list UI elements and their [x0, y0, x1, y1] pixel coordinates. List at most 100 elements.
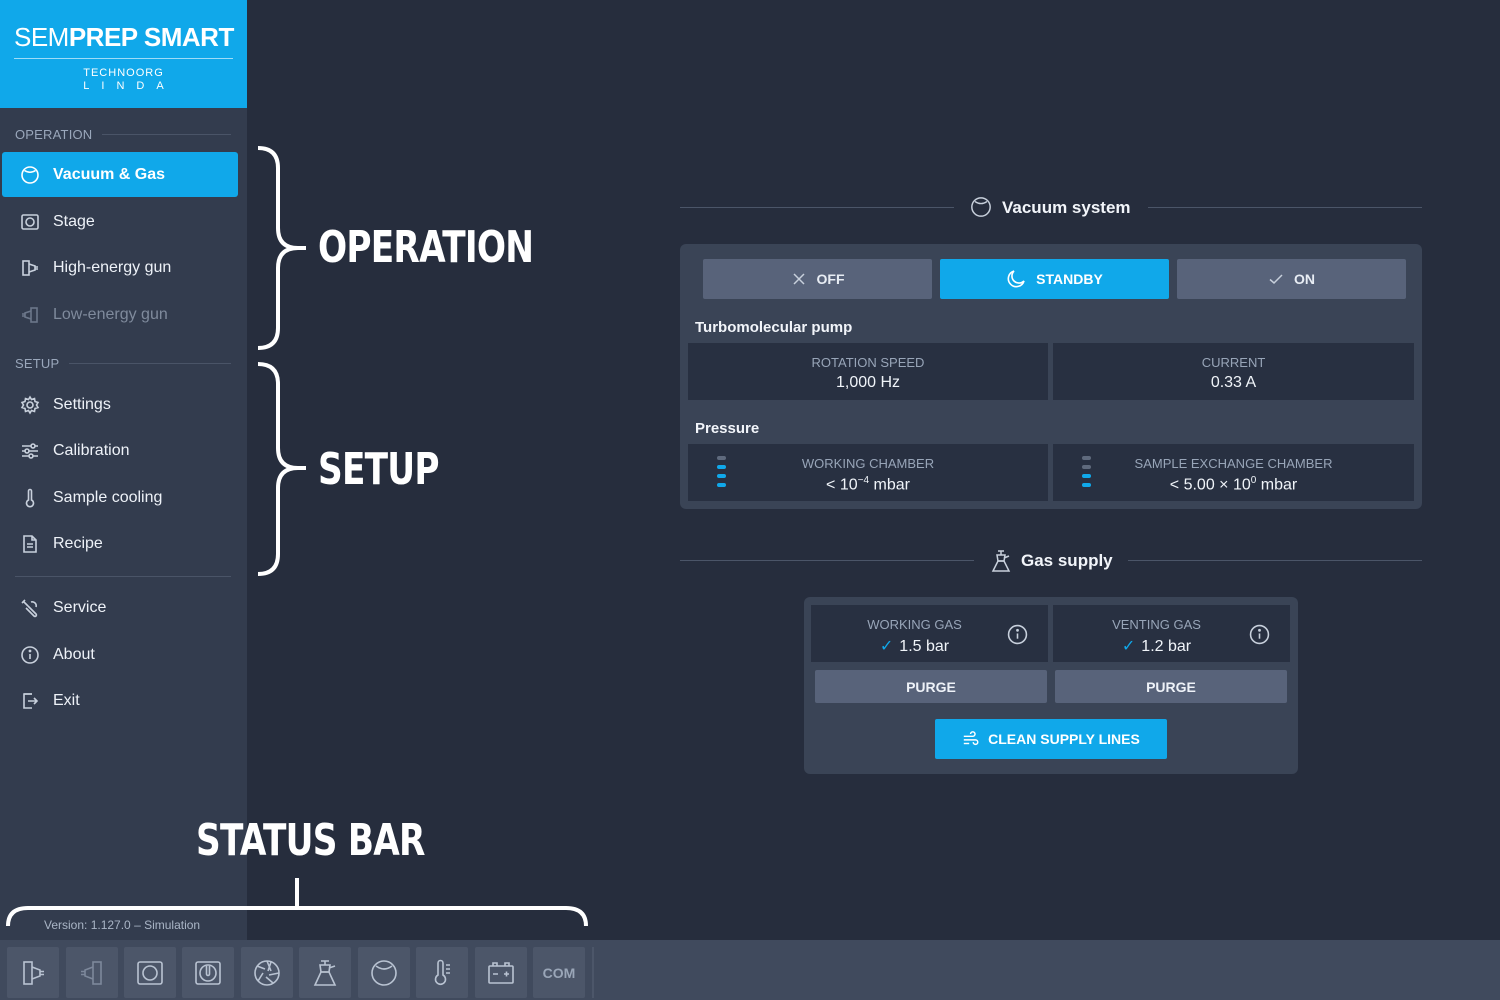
status-vacuum-gauge[interactable]: [182, 947, 234, 998]
venting-gas-cell: VENTING GAS ✓1.2 bar: [1053, 605, 1290, 662]
working-gas-cell: WORKING GAS ✓1.5 bar: [811, 605, 1048, 662]
sidebar-item-about[interactable]: About: [2, 632, 238, 677]
document-icon: [19, 533, 41, 555]
gas-title-line-left: [680, 560, 974, 561]
gas-title-line-right: [1128, 560, 1422, 561]
vacuum-icon: [19, 164, 41, 186]
turbomolecular-pump-label: Turbomolecular pump: [695, 319, 853, 336]
sidebar-item-label: Calibration: [53, 441, 130, 459]
status-battery[interactable]: [475, 947, 527, 998]
purge-working-gas-button[interactable]: PURGE: [815, 670, 1047, 703]
gas-supply-panel: WORKING GAS ✓1.5 bar VENTING GAS ✓1.2 ba…: [804, 597, 1298, 774]
status-stage[interactable]: [124, 947, 176, 998]
sidebar-item-sample-cooling[interactable]: Sample cooling: [2, 475, 238, 520]
high-energy-gun-icon: [23, 960, 44, 985]
logo-title: SEMPREP SMART: [14, 22, 234, 52]
rotation-speed-cell: ROTATION SPEED 1,000 Hz: [688, 343, 1048, 400]
purge-venting-gas-button[interactable]: PURGE: [1055, 670, 1287, 703]
status-aperture[interactable]: [241, 947, 293, 998]
vacuum-panel: OFF STANDBY ON Turbomolecular pump ROTAT…: [680, 244, 1422, 509]
rotation-speed-label: ROTATION SPEED: [811, 355, 925, 370]
sidebar-item-service[interactable]: Service: [2, 585, 238, 630]
app-logo: SEMPREP SMART TECHNOORG LINDA: [0, 0, 247, 108]
status-high-energy-gun[interactable]: [7, 947, 59, 998]
sidebar-item-low-energy-gun[interactable]: Low-energy gun: [2, 292, 238, 337]
sidebar-item-recipe[interactable]: Recipe: [2, 521, 238, 566]
working-gas-info-icon[interactable]: [1007, 624, 1028, 645]
battery-icon: [488, 961, 514, 984]
sidebar-item-label: Settings: [53, 395, 111, 413]
vacuum-mode-on-button[interactable]: ON: [1177, 259, 1406, 299]
status-low-energy-gun[interactable]: [66, 947, 118, 998]
setup-bracket: [257, 362, 306, 576]
sliders-icon: [19, 440, 41, 462]
setup-section-header: SETUP: [15, 356, 231, 371]
vacuum-mode-standby-button[interactable]: STANDBY: [940, 259, 1169, 299]
vacuum-system-title: Vacuum system: [970, 196, 1131, 220]
low-energy-gun-icon: [81, 960, 102, 985]
sidebar-item-label: Service: [53, 598, 107, 616]
pressure-label: Pressure: [695, 420, 760, 437]
thermometer-icon: [19, 487, 41, 509]
sidebar-item-vacuum-gas[interactable]: Vacuum & Gas: [2, 152, 238, 197]
venting-gas-value: ✓1.2 bar: [1121, 638, 1192, 655]
venting-gas-info-icon[interactable]: [1249, 624, 1270, 645]
gas-icon: [313, 959, 337, 986]
low-energy-gun-icon: [19, 304, 41, 326]
sidebar-item-label: Recipe: [53, 534, 103, 552]
sidebar-item-settings[interactable]: Settings: [2, 382, 238, 427]
working-gas-label: WORKING GAS: [867, 617, 962, 632]
logo-company-line2: LINDA: [83, 80, 176, 92]
sidebar-item-high-energy-gun[interactable]: High-energy gun: [2, 245, 238, 290]
working-chamber-cell: WORKING CHAMBER < 10−4 mbar: [688, 444, 1048, 501]
vacuum-mode-off-button[interactable]: OFF: [703, 259, 932, 299]
check-icon: [1269, 274, 1283, 285]
sidebar-item-label: Low-energy gun: [53, 305, 168, 323]
version-label: Version: 1.127.0 – Simulation: [44, 918, 201, 932]
working-chamber-gauge: [717, 456, 727, 492]
current-value: 0.33 A: [1210, 374, 1257, 391]
close-icon: [792, 273, 805, 285]
vacuum-icon: [371, 959, 397, 986]
sample-exchange-chamber-cell: SAMPLE EXCHANGE CHAMBER < 5.00 × 100 mba…: [1053, 444, 1414, 501]
working-chamber-value: < 10−4 mbar: [826, 475, 910, 494]
gas-supply-title: Gas supply: [989, 549, 1113, 573]
sidebar-item-label: High-energy gun: [53, 258, 172, 276]
status-com[interactable]: COM: [533, 947, 585, 998]
sidebar-item-label: Stage: [53, 212, 95, 230]
sidebar: SEMPREP SMART TECHNOORG LINDA OPERATION …: [0, 0, 247, 940]
high-energy-gun-icon: [19, 257, 41, 279]
check-icon: ✓: [1121, 638, 1136, 655]
status-sample-cooling[interactable]: [416, 947, 468, 998]
rotation-speed-value: 1,000 Hz: [835, 374, 901, 391]
status-gas[interactable]: [299, 947, 351, 998]
logo-company-line1: TECHNOORG: [83, 67, 164, 79]
status-vacuum[interactable]: [358, 947, 410, 998]
operation-bracket: [257, 146, 306, 350]
clean-supply-lines-button[interactable]: CLEAN SUPPLY LINES: [935, 719, 1167, 759]
sample-exchange-gauge: [1082, 456, 1092, 492]
vacuum-title-line-left: [680, 207, 954, 208]
status-bar-separator: [592, 947, 594, 998]
current-label: CURRENT: [1201, 355, 1266, 370]
vacuum-icon: [970, 196, 994, 220]
sidebar-item-calibration[interactable]: Calibration: [2, 428, 238, 473]
sidebar-item-label: Exit: [53, 691, 80, 709]
annotation-status-bar: STATUS BAR: [196, 815, 425, 866]
vacuum-gauge-icon: [195, 960, 221, 985]
logo-divider: [14, 58, 233, 59]
sidebar-item-label: Sample cooling: [53, 488, 163, 506]
operation-section-header: OPERATION: [15, 127, 231, 142]
sample-exchange-chamber-value: < 5.00 × 100 mbar: [1169, 475, 1298, 494]
annotation-operation: OPERATION: [318, 222, 534, 273]
sidebar-item-label: Vacuum & Gas: [53, 165, 166, 183]
aperture-icon: [254, 959, 280, 986]
venting-gas-label: VENTING GAS: [1112, 617, 1201, 632]
stage-icon: [137, 960, 163, 985]
moon-icon: [1007, 270, 1025, 288]
sidebar-item-exit[interactable]: Exit: [2, 678, 238, 723]
status-bar: COM: [0, 940, 1500, 1000]
vacuum-title-line-right: [1148, 207, 1422, 208]
working-chamber-label: WORKING CHAMBER: [801, 456, 935, 471]
sidebar-item-stage[interactable]: Stage: [2, 199, 238, 244]
